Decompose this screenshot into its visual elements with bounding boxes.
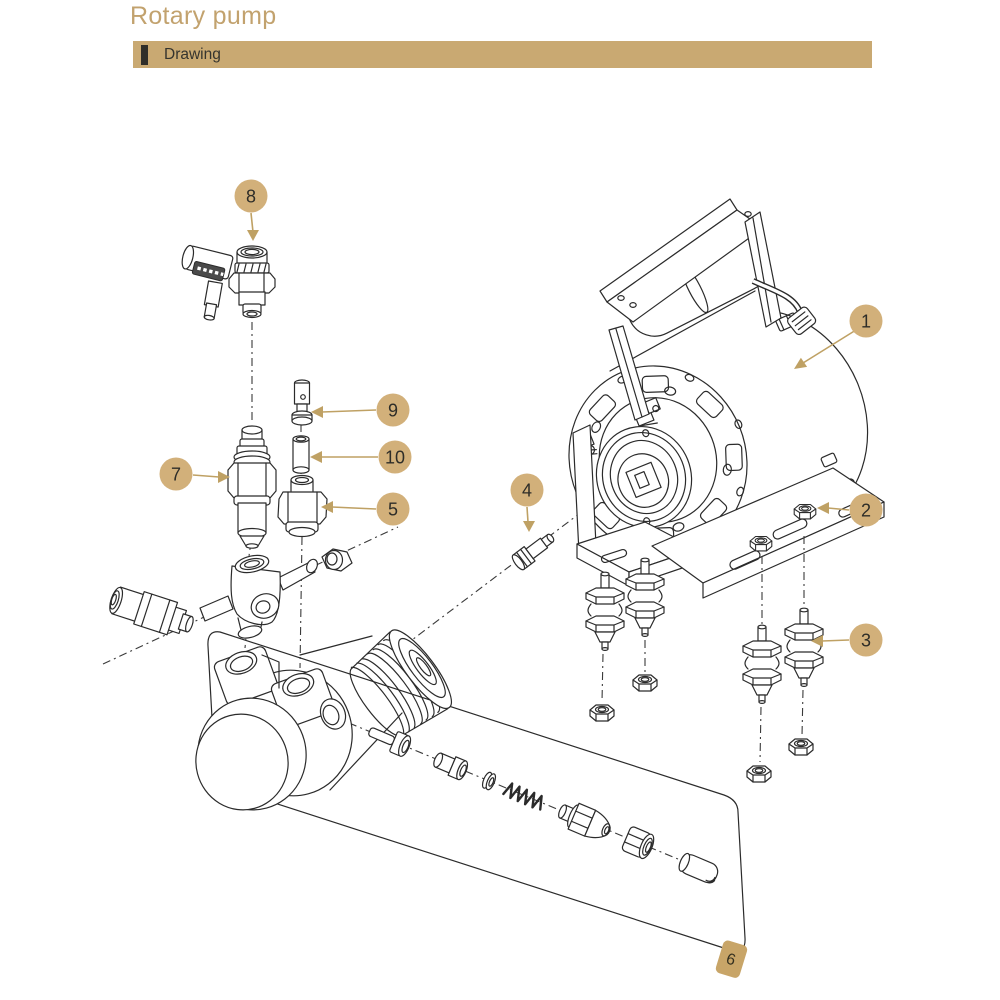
bypass-washer: [481, 771, 497, 791]
section-label: Drawing: [164, 45, 221, 63]
callout-10: 10: [310, 440, 412, 474]
handle-rear-support: [744, 211, 782, 328]
svg-text:1: 1: [861, 311, 871, 331]
compression-fitting: [277, 474, 328, 538]
valve-sleeve: [292, 435, 310, 474]
svg-text:2: 2: [861, 500, 871, 520]
bypass-seat-fitting: [433, 752, 469, 781]
inlet-barb: [203, 280, 223, 321]
bearing-housing: [595, 425, 693, 529]
damper-nut: [589, 704, 615, 722]
vibration-damper: [742, 624, 782, 705]
base-nut: [793, 503, 817, 520]
callout-2: 2: [817, 493, 883, 527]
tee-valve-body: [199, 554, 319, 639]
valve-pin: [291, 379, 313, 426]
callout-8: 8: [234, 179, 268, 241]
callout-7: 7: [159, 457, 230, 491]
callout-9: 9: [311, 393, 410, 427]
check-valve: [227, 425, 277, 549]
base-nut: [749, 535, 773, 552]
pump-port-boss-1: [213, 646, 279, 706]
callout-4: 4: [510, 473, 544, 532]
section-header-bar: Drawing: [133, 41, 872, 68]
bypass-lock-nut: [621, 826, 655, 860]
svg-text:8: 8: [246, 186, 256, 206]
hose-coupling: [109, 586, 194, 636]
vibration-damper: [585, 571, 625, 652]
damper-nut: [788, 738, 814, 756]
bypass-pin: [678, 852, 719, 884]
svg-text:3: 3: [861, 630, 871, 650]
bypass-valve-body: [558, 802, 611, 839]
vibration-dampers: [585, 536, 824, 783]
callout-3: 3: [811, 623, 883, 657]
power-cord: [751, 278, 817, 336]
damper-nut: [632, 674, 658, 692]
cord-plug: [787, 306, 817, 336]
svg-text:5: 5: [388, 499, 398, 519]
mounting-bracket: [572, 424, 698, 587]
svg-text:4: 4: [522, 480, 532, 500]
callout-5: 5: [321, 492, 410, 526]
damper-nut: [746, 765, 772, 783]
svg-text:7: 7: [171, 464, 181, 484]
elbow-fitting: [511, 533, 555, 571]
callout-1: 1: [794, 304, 883, 369]
bypass-spring: [502, 782, 543, 811]
svg-text:9: 9: [388, 400, 398, 420]
callout-6: 6: [715, 940, 748, 978]
inlet-fitting-assembly: [181, 244, 276, 321]
section-tick-icon: [141, 44, 148, 65]
bypass-screw: [368, 727, 412, 757]
svg-text:10: 10: [385, 447, 405, 467]
page-title: Rotary pump: [130, 2, 277, 30]
cap-nut: [321, 548, 353, 572]
vibration-damper: [784, 607, 824, 688]
handle-strap: [608, 325, 650, 421]
